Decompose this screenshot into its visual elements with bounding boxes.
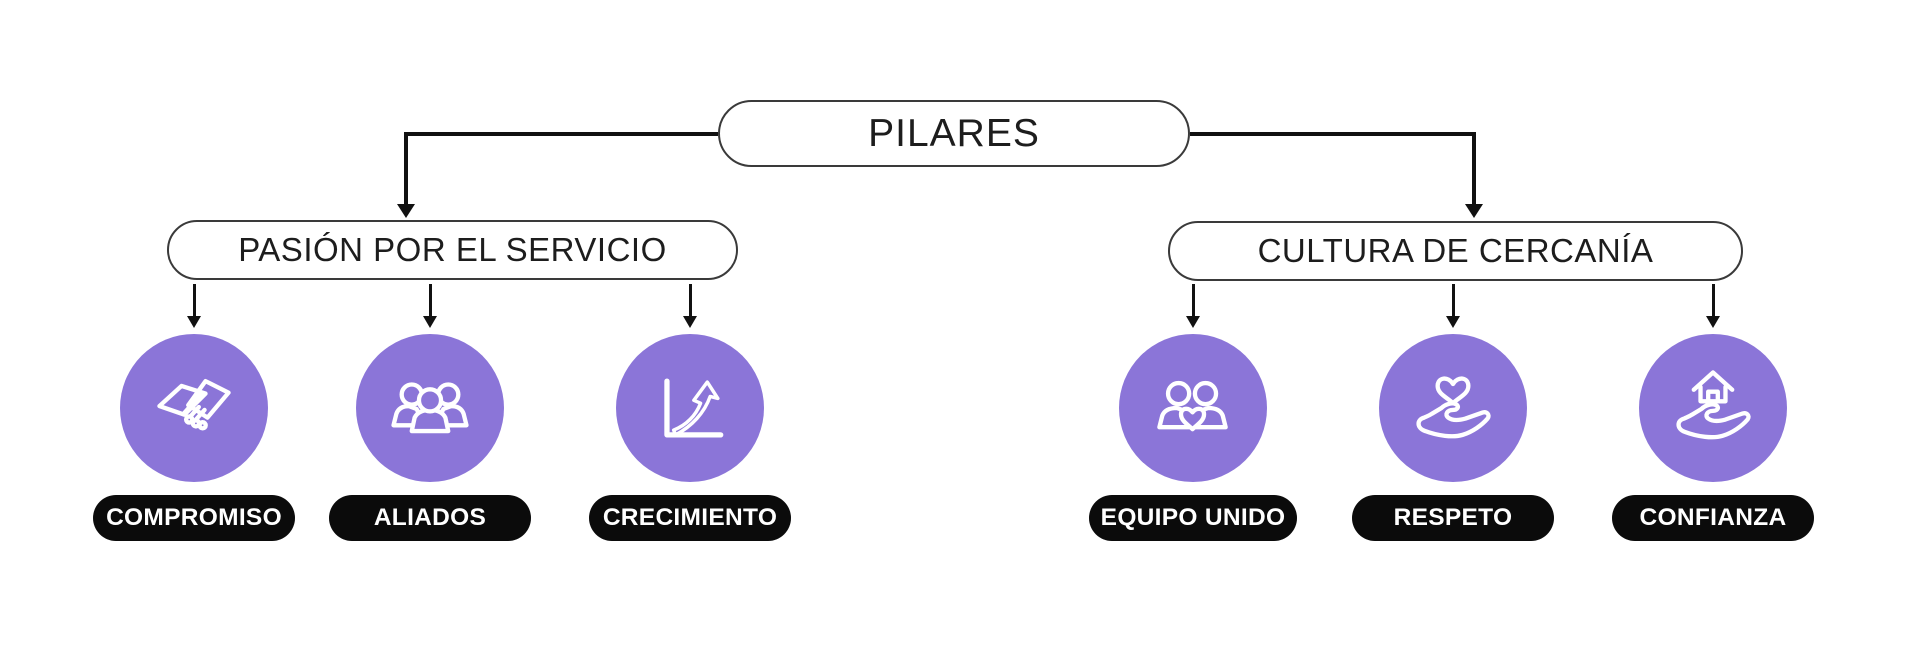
connector-right-arrowhead-icon (1465, 204, 1483, 218)
down-arrow-icon (683, 284, 697, 328)
root-node-pilares: PILARES (718, 100, 1190, 167)
down-arrow-icon (187, 284, 201, 328)
connector-right-horizontal (1190, 132, 1474, 136)
label-pill: CRECIMIENTO (589, 495, 791, 541)
people-heart-icon (1157, 380, 1228, 432)
confianza-circle (1639, 334, 1787, 482)
growth-chart-icon (664, 378, 724, 438)
branch-node-pasion-por-el-servicio: PASIÓN POR EL SERVICIO (167, 220, 738, 280)
hand-house-icon (1676, 370, 1751, 440)
connector-left-horizontal (406, 132, 718, 136)
handshake-icon (157, 378, 231, 431)
team-group-icon (391, 382, 469, 434)
branch-node-cultura-de-cercania: CULTURA DE CERCANÍA (1168, 221, 1743, 281)
down-arrow-icon (1446, 284, 1460, 328)
label-pill: COMPROMISO (93, 495, 295, 541)
down-arrow-icon (423, 284, 437, 328)
pill-text: CONFIANZA (1639, 504, 1787, 531)
pill-text: RESPETO (1393, 504, 1513, 531)
pill-text: ALIADOS (373, 504, 487, 531)
equipo-unido-circle (1119, 334, 1267, 482)
node-equipo-unido: EQUIPO UNIDO (1083, 284, 1303, 541)
connector-left-vertical (404, 132, 408, 204)
down-arrow-icon (1706, 284, 1720, 328)
crecimiento-circle (616, 334, 764, 482)
connector-right-vertical (1472, 132, 1476, 204)
label-pill: ALIADOS (329, 495, 531, 541)
label-pill: RESPETO (1352, 495, 1554, 541)
branch-label: CULTURA DE CERCANÍA (1257, 232, 1654, 269)
pill-text: CRECIMIENTO (602, 504, 778, 531)
label-pill: EQUIPO UNIDO (1088, 495, 1298, 541)
node-compromiso: COMPROMISO (84, 284, 304, 541)
node-respeto: RESPETO (1343, 284, 1563, 541)
pill-text: COMPROMISO (106, 504, 282, 531)
aliados-circle (356, 334, 504, 482)
respeto-circle (1379, 334, 1527, 482)
node-confianza: CONFIANZA (1603, 284, 1823, 541)
compromiso-circle (120, 334, 268, 482)
node-crecimiento: CRECIMIENTO (580, 284, 800, 541)
connector-left-arrowhead-icon (397, 204, 415, 218)
root-title: PILARES (868, 111, 1040, 155)
label-pill: CONFIANZA (1612, 495, 1814, 541)
pill-text: EQUIPO UNIDO (1100, 504, 1286, 531)
hand-heart-icon (1416, 376, 1491, 439)
node-aliados: ALIADOS (320, 284, 540, 541)
down-arrow-icon (1186, 284, 1200, 328)
branch-label: PASIÓN POR EL SERVICIO (238, 231, 667, 268)
